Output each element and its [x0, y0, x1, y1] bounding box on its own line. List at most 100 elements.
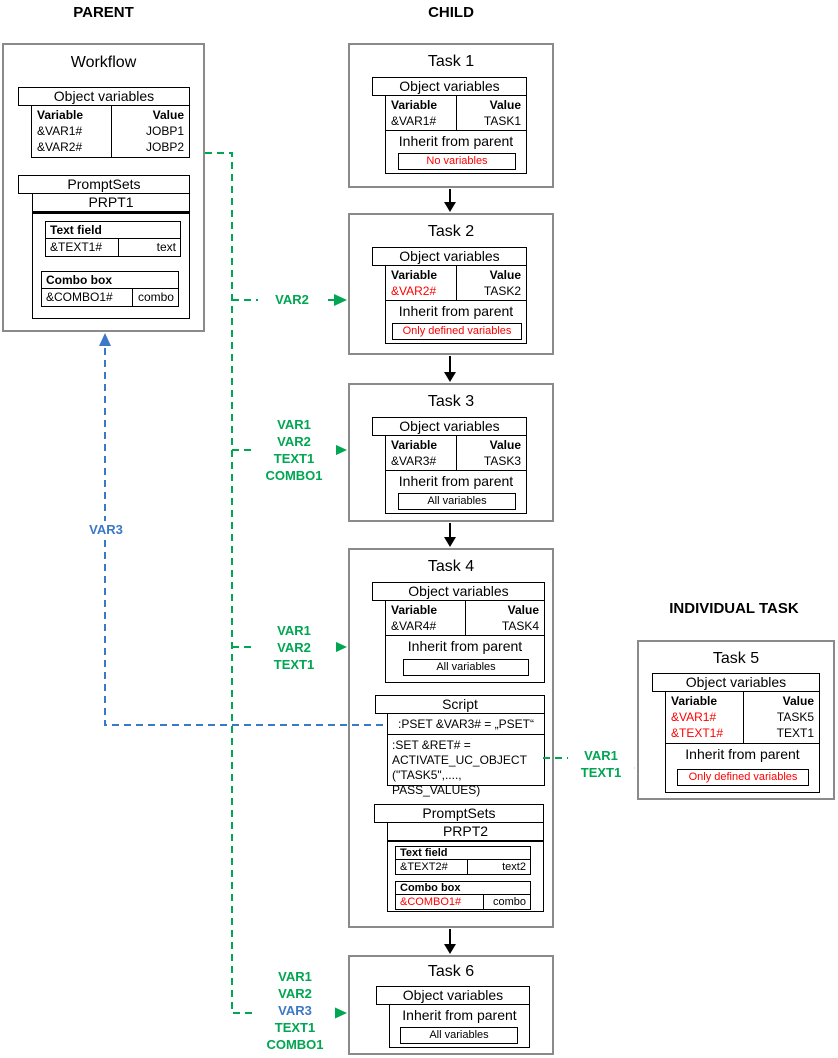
- column-header-value: Value: [489, 98, 521, 112]
- passed-variable-label: VAR3: [278, 1003, 312, 1018]
- task4-script-line1-box: :PSET &VAR3# = „PSET“: [387, 713, 545, 735]
- variable-value: TASK2: [483, 284, 521, 298]
- variable-name: &TEXT1#: [671, 726, 724, 740]
- text-field-value: text: [118, 239, 180, 256]
- task4-promptsets-header: PromptSets: [374, 804, 544, 823]
- task5-variable-table: Variable &VAR1# &TEXT1# Value TASK5 TEXT…: [665, 691, 820, 744]
- passed-variable-label: VAR1: [584, 748, 618, 763]
- passed-variable-label: VAR2: [277, 434, 311, 449]
- task2-box: Task 2 Object variables Variable &VAR2# …: [348, 213, 554, 355]
- text-field-value: text2: [467, 860, 530, 874]
- combo-box-row: &COMBO1# combo: [395, 894, 531, 910]
- variable-name: &VAR2#: [37, 140, 83, 154]
- passed-variable-label: COMBO1: [266, 1037, 324, 1052]
- column-header-value: Value: [782, 694, 814, 708]
- task3-title: Task 3: [427, 393, 475, 410]
- variable-name: &VAR2#: [391, 284, 437, 298]
- task2-title: Task 2: [427, 223, 475, 240]
- task2-inherit-mode: Only defined variables: [392, 323, 522, 340]
- variable-name: &VAR1#: [671, 710, 717, 724]
- task4-promptset-name: PRPT2: [387, 822, 544, 841]
- passed-variable-label: VAR2: [275, 292, 309, 307]
- parent-column-heading: PARENT: [73, 4, 134, 21]
- task4-variable-table: Variable &VAR4# Value TASK4: [385, 600, 545, 636]
- task1-object-variables-header: Object variables: [372, 77, 527, 96]
- green-arrowhead-task2: [334, 294, 347, 306]
- workflow-box: Workflow Object variables Variable &VAR1…: [2, 43, 205, 332]
- combo-box-label: Combo box: [395, 881, 531, 895]
- variable-value: TEXT1: [776, 726, 814, 740]
- individual-task-column-heading: INDIVIDUAL TASK: [669, 600, 799, 617]
- task1-inherit-mode: No variables: [398, 153, 516, 170]
- column-header-variable: Variable: [391, 603, 438, 617]
- script-statement: ("TASK5",...., PASS_VALUES): [392, 768, 481, 797]
- task4-promptset-body: Text field &TEXT2# text2 Combo box &COMB…: [387, 840, 544, 912]
- task4-title: Task 4: [427, 558, 475, 575]
- combo-box-variable: &COMBO1#: [46, 290, 113, 304]
- script-statement: :PSET &VAR3# = „PSET“: [398, 717, 534, 731]
- task1-title: Task 1: [427, 53, 475, 70]
- task4-inherit-box: Inherit from parent All variables: [385, 635, 545, 683]
- text-field-row: &TEXT1# text: [45, 238, 181, 257]
- task2-to-task3-arrow: [444, 356, 456, 382]
- script-statement: ACTIVATE_UC_OBJECT: [392, 753, 527, 767]
- task3-inherit-mode: All variables: [398, 493, 516, 510]
- task1-box: Task 1 Object variables Variable &VAR1# …: [348, 43, 554, 188]
- passed-variable-label: VAR1: [277, 623, 311, 638]
- task6-box: Task 6 Object variables Inherit from par…: [348, 955, 554, 1055]
- inherit-label: Inherit from parent: [685, 746, 800, 762]
- green-inheritance-trunk-line: [205, 152, 334, 1014]
- variable-name: &VAR4#: [391, 619, 437, 633]
- task3-inherit-box: Inherit from parent All variables: [385, 470, 527, 514]
- task3-to-task4-arrow: [444, 523, 456, 547]
- workflow-object-variables-header: Object variables: [18, 87, 190, 106]
- inherit-label: Inherit from parent: [398, 303, 514, 319]
- workflow-promptsets-header: PromptSets: [18, 175, 190, 194]
- task5-inherit-mode: Only defined variables: [677, 769, 809, 786]
- task5-inherit-box: Inherit from parent Only defined variabl…: [665, 743, 820, 793]
- task4-script-line2-box: :SET &RET# = ACTIVATE_UC_OBJECT ("TASK5"…: [387, 734, 545, 797]
- column-header-variable: Variable: [671, 694, 718, 708]
- column-header-value: Value: [507, 603, 539, 617]
- passed-variable-label: VAR2: [278, 986, 312, 1001]
- passed-variable-label: TEXT1: [273, 657, 315, 672]
- variable-name: &VAR3#: [391, 454, 437, 468]
- script-statement: :SET &RET# =: [392, 738, 471, 752]
- variable-value: TASK4: [501, 619, 539, 633]
- variable-name: &VAR1#: [391, 114, 437, 128]
- task5-title: Task 5: [712, 650, 760, 667]
- task3-object-variables-header: Object variables: [372, 417, 527, 436]
- arrow-label-to-task6: VAR1 VAR2 VAR3 TEXT1 COMBO1: [255, 968, 335, 1053]
- task2-object-variables-header: Object variables: [372, 247, 527, 266]
- workflow-promptset-name: PRPT1: [32, 193, 190, 212]
- green-arrowhead-task6: [334, 1007, 347, 1019]
- combo-box-variable: &COMBO1#: [400, 896, 462, 908]
- passed-variable-label: TEXT1: [274, 1020, 316, 1035]
- combo-box-row: &COMBO1# combo: [41, 288, 179, 307]
- task2-variable-table: Variable &VAR2# Value TASK2: [385, 265, 527, 301]
- column-header-value: Value: [489, 268, 521, 282]
- variable-value: TASK5: [776, 710, 814, 724]
- task4-to-task6-arrow: [444, 929, 456, 954]
- passed-variable-label: TEXT1: [273, 451, 315, 466]
- task6-inherit-mode: All variables: [400, 1027, 518, 1044]
- column-header-value: Value: [152, 108, 184, 122]
- task1-variable-table: Variable &VAR1# Value TASK1: [385, 95, 527, 131]
- text-field-label: Text field: [395, 846, 531, 860]
- arrow-label-to-task5: VAR1 TEXT1: [568, 747, 634, 781]
- task5-object-variables-header: Object variables: [652, 673, 820, 692]
- task4-script-header: Script: [375, 695, 545, 714]
- column-header-variable: Variable: [391, 268, 438, 282]
- inherit-label: Inherit from parent: [402, 1007, 517, 1023]
- arrow-label-to-task3: VAR1 VAR2 TEXT1 COMBO1: [252, 416, 336, 484]
- passed-variable-label: TEXT1: [580, 765, 622, 780]
- variable-value: JOBP1: [145, 124, 184, 138]
- inherit-label: Inherit from parent: [407, 638, 523, 654]
- task1-to-task2-arrow: [444, 189, 456, 212]
- task4-box: Task 4 Object variables Variable &VAR4# …: [348, 548, 554, 928]
- column-header-variable: Variable: [391, 98, 438, 112]
- variable-name: &VAR1#: [37, 124, 83, 138]
- passed-variable-label: VAR1: [277, 417, 311, 432]
- workflow-promptset-body: Text field &TEXT1# text Combo box &COMBO…: [32, 211, 190, 319]
